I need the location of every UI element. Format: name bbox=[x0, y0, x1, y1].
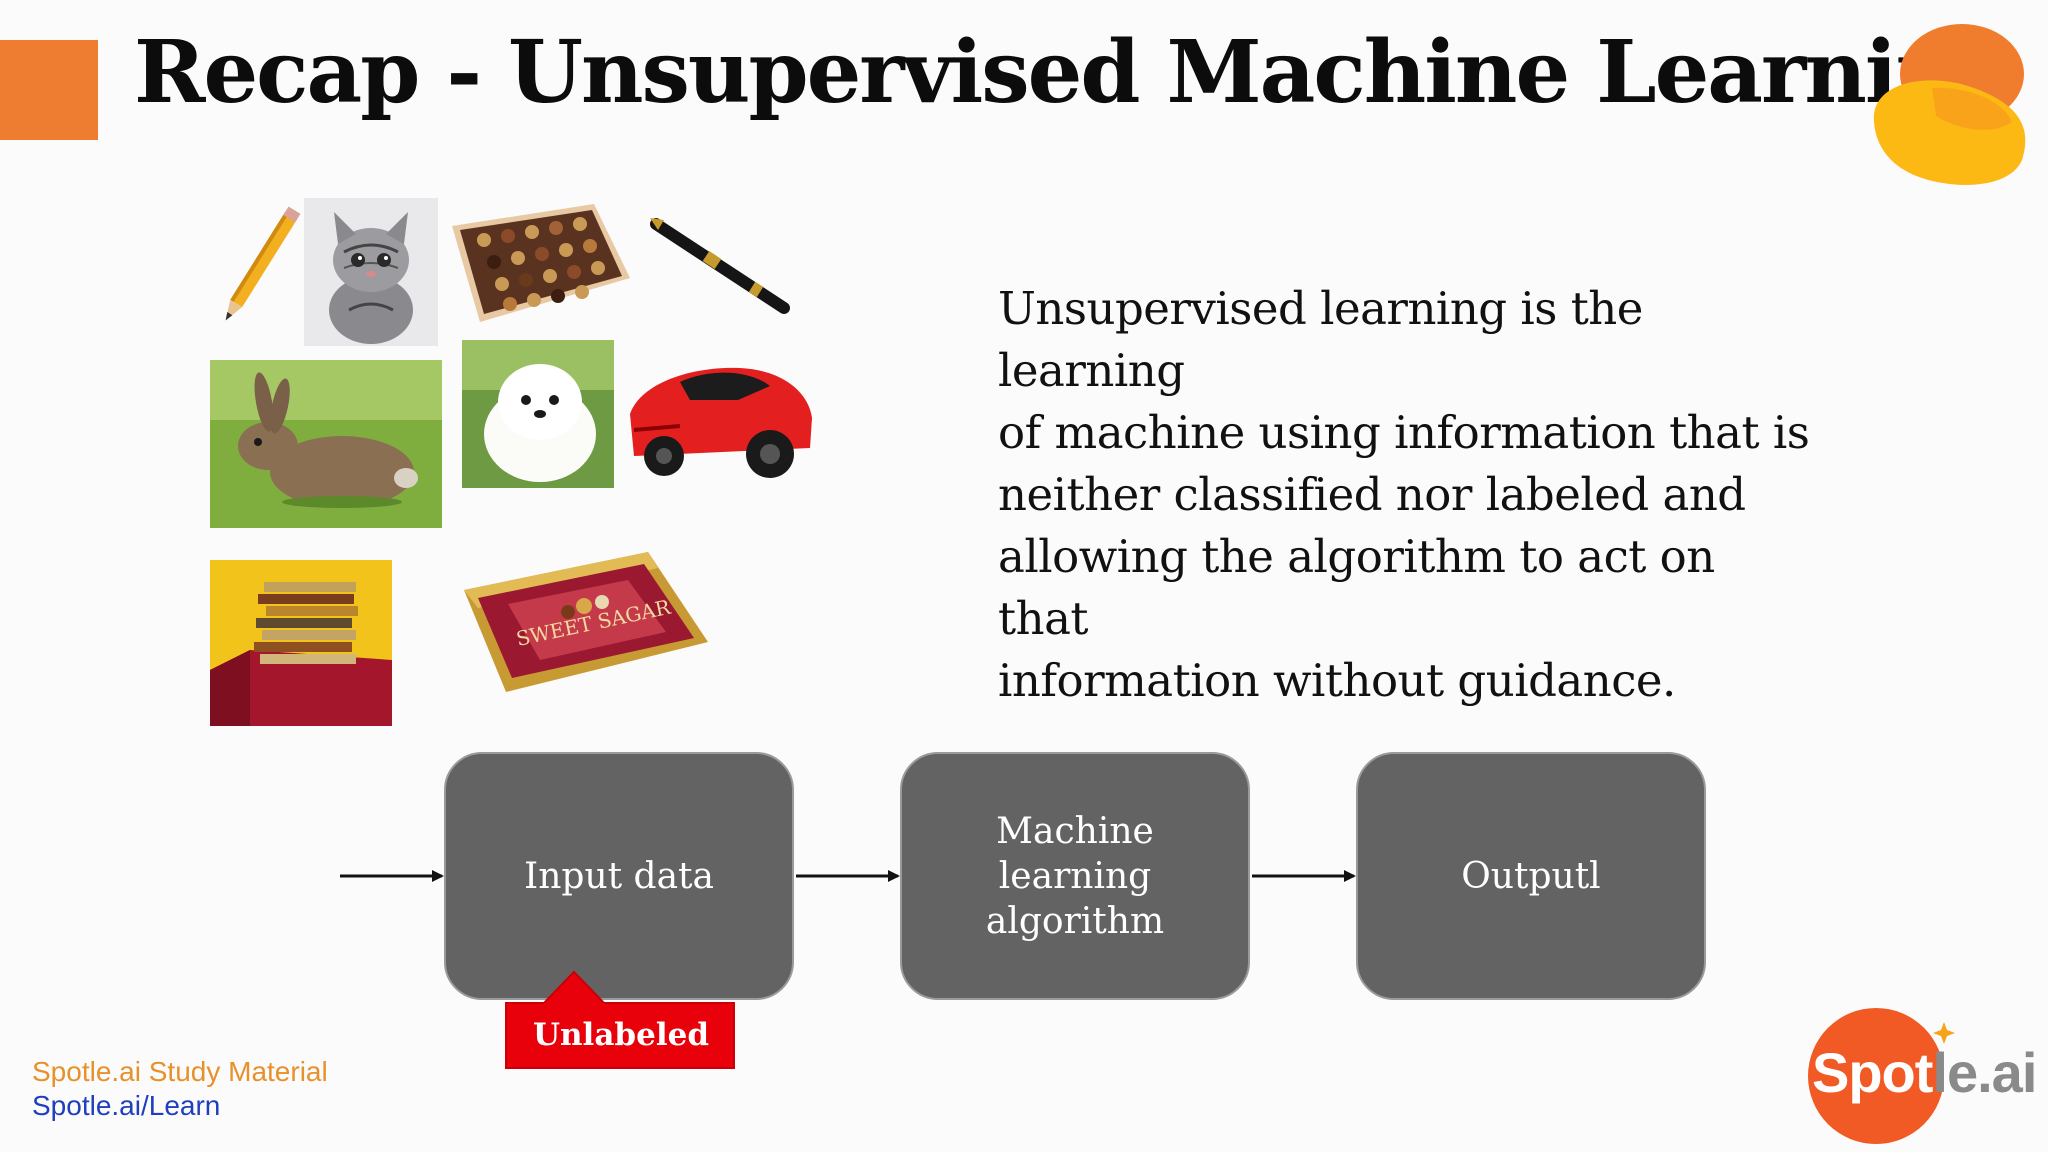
kitten-image bbox=[304, 198, 438, 346]
sweet-box-image: SWEET SAGAR bbox=[458, 546, 712, 694]
slide-title: Recap - Unsupervised Machine Learning bbox=[134, 22, 2016, 123]
description-line: of machine using information that is bbox=[998, 406, 1810, 459]
description-line: neither classified nor labeled and bbox=[998, 468, 1746, 521]
ml-algorithm-label: Machine learning algorithm bbox=[985, 810, 1165, 942]
footer-learn-link[interactable]: Spotle.ai/Learn bbox=[32, 1090, 221, 1121]
brand-name-part-1: Spot bbox=[1812, 1041, 1933, 1104]
description-text: Unsupervised learning is the learning of… bbox=[998, 278, 1818, 712]
spotle-logo bbox=[1808, 1008, 1955, 1144]
ml-algorithm-box: Machine learning algorithm bbox=[900, 752, 1250, 1000]
input-data-label: Input data bbox=[524, 855, 714, 897]
output-label: Outputl bbox=[1461, 855, 1601, 897]
unlabeled-callout-label: Unlabeled bbox=[532, 1017, 709, 1053]
fountain-pen-image bbox=[648, 210, 796, 320]
toy-car-image bbox=[620, 344, 818, 484]
decorative-logo-blob bbox=[1862, 12, 2038, 188]
pencil-image bbox=[214, 200, 304, 335]
footer-study-material: Spotle.ai Study Material bbox=[32, 1056, 328, 1087]
books-image bbox=[210, 560, 392, 726]
puppy-image bbox=[462, 340, 614, 488]
description-line: information without guidance. bbox=[998, 654, 1676, 707]
title-accent-block bbox=[0, 40, 98, 140]
spotle-brand-text: Spotle.ai bbox=[1812, 1040, 2037, 1105]
unlabeled-callout-shape bbox=[505, 970, 735, 1069]
brand-name-part-2: le.ai bbox=[1932, 1041, 2037, 1104]
chocolate-box-image bbox=[444, 196, 634, 330]
rabbit-image bbox=[210, 360, 442, 528]
description-line: allowing the algorithm to act on that bbox=[998, 530, 1715, 645]
output-box: Outputl bbox=[1356, 752, 1706, 1000]
input-data-box: Input data bbox=[444, 752, 794, 1000]
description-line: Unsupervised learning is the learning bbox=[998, 282, 1643, 397]
